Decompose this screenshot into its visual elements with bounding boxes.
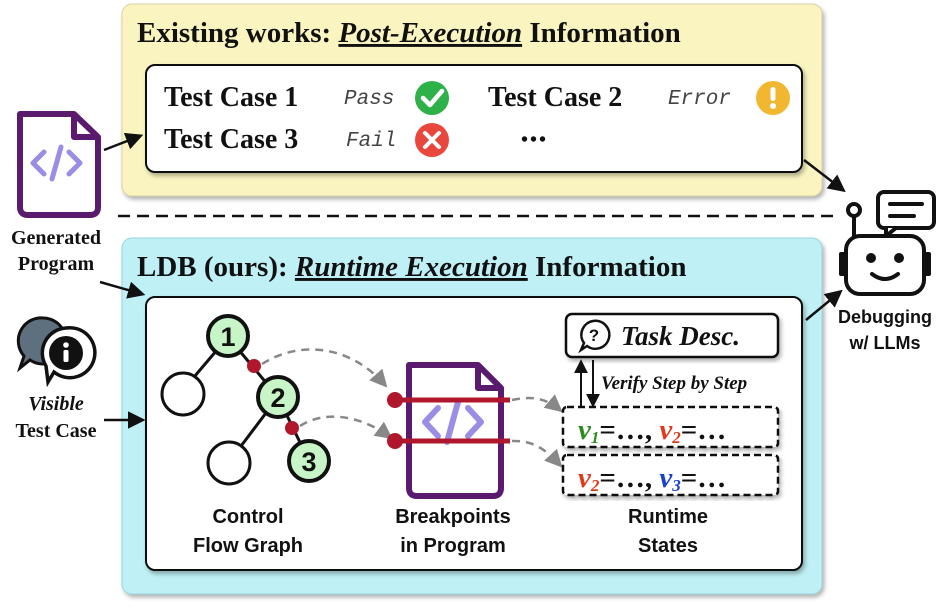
test-case-1-status: Pass (344, 88, 394, 111)
generated-program-label-line-1: Generated (11, 227, 101, 249)
bottom-title-emphasis: Runtime Execution (294, 251, 528, 283)
runtime-state-row-2: v2=…, v3=… (578, 462, 726, 495)
test-case-2-label: Test Case 2 (488, 82, 622, 113)
cfg-to-program-connector (261, 348, 388, 388)
cfg-caption-line-2: Flow Graph (193, 535, 303, 557)
top-to-llm-arrow (803, 159, 846, 193)
breakpoints-caption-line-2: in Program (400, 535, 506, 557)
state-var-subscript: 1 (591, 428, 600, 447)
breakpoint-dot (387, 392, 403, 408)
test-case-3-status: Fail (346, 130, 396, 153)
test-case-2-status: Error (668, 88, 731, 111)
task-desc-box (564, 312, 780, 359)
cfg-node-1-label: 1 (220, 322, 235, 352)
state-var: v (578, 414, 592, 446)
top-panel-title: Existing works: Post-Execution Informati… (137, 17, 681, 49)
top-title-emphasis: Post-Execution (337, 17, 522, 49)
visible-test-label-italic: Visible (28, 393, 84, 415)
test-cases-box (145, 64, 803, 173)
program-file-icon (387, 362, 510, 499)
bottom-title-prefix: LDB (ours): (137, 251, 295, 283)
robot-chat-icon (839, 190, 936, 296)
cfg-caption-line-1: Control (212, 506, 283, 528)
state-var: v (659, 462, 673, 494)
question-bubble-icon: ? (578, 319, 611, 354)
check-circle-icon (415, 81, 449, 115)
svg-text:?: ? (589, 326, 599, 345)
breakpoint-dot (387, 433, 403, 449)
bottom-title-suffix: Information (528, 251, 687, 283)
cfg-node-2-label: 2 (270, 383, 285, 413)
bottom-to-llm-arrow (805, 289, 843, 321)
runtime-state-row-1: v1=…, v2=… (578, 414, 726, 447)
cfg-node-2 (256, 375, 300, 419)
cfg-empty-node (160, 371, 206, 417)
test-case-1-label: Test Case 1 (164, 82, 298, 113)
cfg-node-3 (287, 439, 331, 483)
runtime-caption-line-1: Runtime (628, 506, 708, 528)
program-to-state-connector (511, 439, 563, 468)
exclamation-circle-icon (756, 81, 790, 115)
cfg-empty-node (206, 440, 252, 486)
runtime-state-box-1 (561, 405, 780, 449)
state-var-subscript: 2 (590, 476, 600, 495)
info-chat-icon (16, 316, 97, 388)
program-to-bottom-arrow (99, 280, 146, 299)
top-title-suffix: Information (522, 17, 681, 49)
control-flow-graph: 1 2 3 (160, 314, 331, 486)
verify-label: Verify Step by Step (601, 373, 747, 394)
top-panel: Existing works: Post-Execution Informati… (121, 3, 823, 197)
debugging-label-line-2: w/ LLMs (849, 333, 921, 353)
code-brackets-icon (422, 399, 484, 445)
generated-program-icon (17, 111, 101, 218)
bottom-panel-title: LDB (ours): Runtime Execution Informatio… (137, 251, 686, 283)
visible-test-label: Test Case (16, 420, 97, 442)
test-case-3-label: Test Case 3 (164, 124, 298, 155)
cfg-breakpoint-dot (285, 421, 299, 435)
breakpoints-caption-line-1: Breakpoints (395, 506, 511, 528)
state-var: v (578, 462, 592, 494)
runtime-caption-line-2: States (638, 535, 698, 557)
runtime-state-box-2 (561, 453, 780, 497)
x-circle-icon (415, 123, 449, 157)
debugging-label-line-1: Debugging (838, 307, 932, 327)
task-desc-label: Task Desc. (621, 321, 740, 351)
cfg-node-1 (206, 314, 250, 358)
cfg-to-program-connector (299, 415, 393, 440)
cfg-breakpoint-dot (247, 359, 261, 373)
state-var-subscript: 2 (671, 428, 681, 447)
top-title-prefix: Existing works: (137, 17, 338, 49)
cfg-node-3-label: 3 (301, 447, 316, 477)
more-cases-ellipsis: ••• (521, 129, 548, 151)
state-var: v (659, 414, 673, 446)
state-var-subscript: 3 (671, 476, 681, 495)
program-to-top-arrow (103, 132, 144, 152)
generated-program-label-line-2: Program (18, 253, 95, 275)
program-to-state-connector (511, 394, 563, 413)
bottom-panel: LDB (ours): Runtime Execution Informatio… (121, 237, 823, 595)
